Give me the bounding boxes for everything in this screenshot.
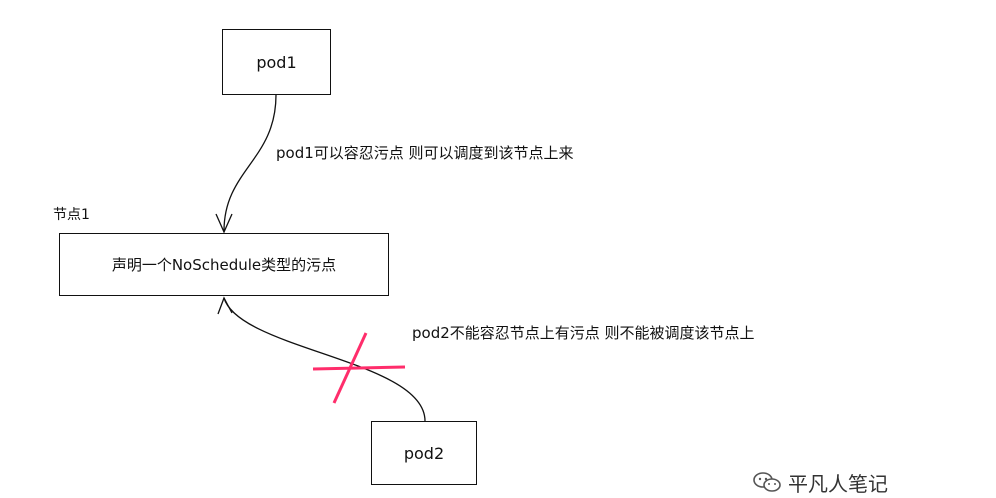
wechat-icon bbox=[753, 472, 781, 492]
pod1-label: pod1 bbox=[256, 52, 297, 72]
node-content: 声明一个NoSchedule类型的污点 bbox=[111, 256, 337, 274]
pod2-note: pod2不能容忍节点上有污点 则不能被调度该节点上 bbox=[412, 324, 755, 342]
node-title: 节点1 bbox=[53, 207, 90, 223]
pod1-arrowhead bbox=[215, 213, 233, 234]
watermark: 平凡人笔记 bbox=[752, 470, 888, 496]
pod1-to-node-connector bbox=[223, 94, 277, 232]
pod1-note: pod1可以容忍污点 则可以调度到该节点上来 bbox=[276, 144, 574, 162]
watermark-text: 平凡人笔记 bbox=[788, 471, 888, 496]
pod2-label: pod2 bbox=[403, 443, 445, 463]
blocked-cross-icon bbox=[312, 332, 406, 404]
node-box: 声明一个NoSchedule类型的污点 bbox=[59, 233, 389, 296]
pod2-arrowhead bbox=[217, 296, 233, 315]
pod1-box: pod1 bbox=[222, 29, 331, 95]
pod2-to-node-connector bbox=[223, 297, 426, 422]
pod2-box: pod2 bbox=[371, 421, 477, 485]
